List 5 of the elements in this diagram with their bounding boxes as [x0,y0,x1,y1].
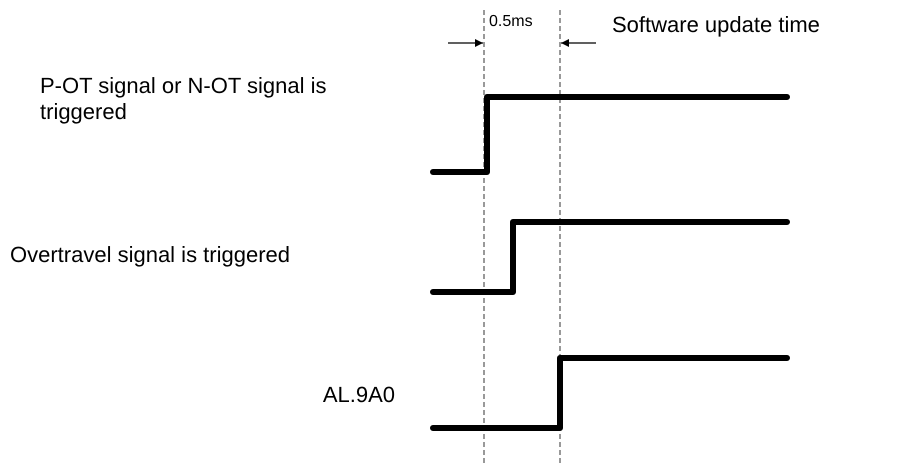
signal-name: P-OT signal or N-OT signal is triggered [40,73,328,126]
annotation-text: Software update time [612,12,820,38]
signal-name: Overtravel signal is triggered [10,242,290,268]
signal-name: AL.9A0 [322,382,395,408]
dimension-label: 0.5ms [489,12,533,32]
